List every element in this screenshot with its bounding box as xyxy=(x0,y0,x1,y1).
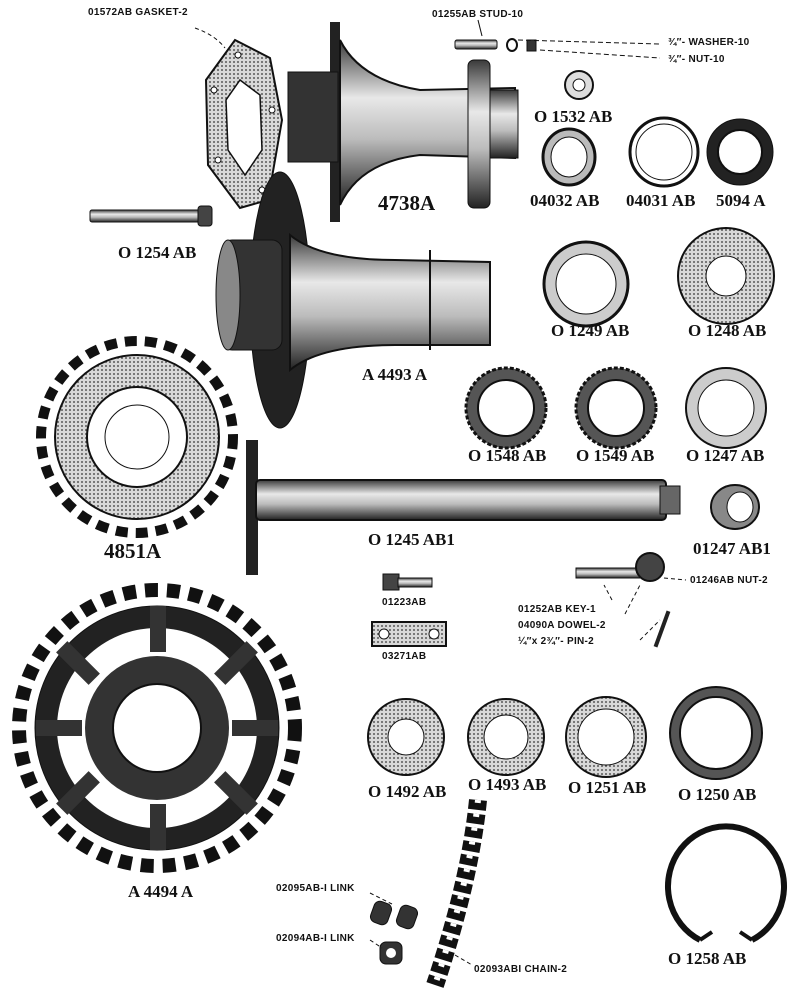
label-washer: ¾″- WASHER-10 xyxy=(668,37,750,48)
washer-01493ab xyxy=(467,698,545,776)
label-01549ab: O 1549 AB xyxy=(576,446,655,465)
label-a4494a: A 4494 A xyxy=(128,882,194,901)
label-01532ab: O 1532 AB xyxy=(534,107,613,126)
washer-01492ab xyxy=(367,698,445,776)
label-link-02094: 02094AB-I LINK xyxy=(276,933,355,944)
cap-01247ab1 xyxy=(710,484,760,530)
bolt-01254ab xyxy=(89,205,213,227)
nut-key-assembly xyxy=(575,552,671,648)
chain-02093abi xyxy=(426,799,487,988)
link-02094ab xyxy=(379,941,403,965)
part-01532ab xyxy=(564,70,594,100)
label-01249ab: O 1249 AB xyxy=(551,321,630,340)
label-gasket: 01572AB GASKET-2 xyxy=(88,7,188,18)
label-5094a: 5094 A xyxy=(716,191,766,210)
label-01254ab: O 1254 AB xyxy=(118,243,197,262)
label-key: 01252AB KEY-1 xyxy=(518,604,596,615)
sprocket-4851a xyxy=(36,336,238,538)
link-02095ab xyxy=(369,900,419,930)
label-link-02095: 02095AB-I LINK xyxy=(276,883,355,894)
label-01493ab: O 1493 AB xyxy=(468,775,547,794)
label-01247ab: O 1247 AB xyxy=(686,446,765,465)
ring-04032ab xyxy=(541,127,597,187)
label-01247ab1: 01247 AB1 xyxy=(693,539,771,558)
sprocket-a4494a xyxy=(12,583,302,873)
band-01258ab xyxy=(665,823,787,943)
washer-01248ab xyxy=(677,227,775,325)
label-04032ab: 04032 AB xyxy=(530,191,600,210)
axle-01245ab1 xyxy=(246,440,681,575)
label-01492ab: O 1492 AB xyxy=(368,782,447,801)
bearing-01548ab xyxy=(464,366,548,450)
label-dowel: 04090A DOWEL-2 xyxy=(518,620,606,631)
gasket-part xyxy=(204,38,284,210)
ring-01249ab xyxy=(542,240,630,328)
hub-a4493a-part xyxy=(215,171,491,429)
seal-5094a xyxy=(706,118,774,186)
label-stud: 01255AB STUD-10 xyxy=(432,9,524,20)
label-01258ab: O 1258 AB xyxy=(668,949,747,968)
label-01223ab: 01223AB xyxy=(382,597,427,608)
ring-01247ab xyxy=(685,367,767,449)
plate-03271ab xyxy=(371,621,447,647)
label-4851a: 4851A xyxy=(104,539,162,563)
label-01250ab: O 1250 AB xyxy=(678,785,757,804)
bolt-01223ab xyxy=(382,573,433,591)
ring-04031ab xyxy=(628,116,700,188)
ring-01250ab xyxy=(669,686,763,780)
label-4738a: 4738A xyxy=(378,191,436,215)
label-nut10: ¾″- NUT-10 xyxy=(668,54,725,65)
hub-4738a-part xyxy=(287,22,519,222)
label-a4493a: A 4493 A xyxy=(362,365,428,384)
stud-part xyxy=(454,38,537,52)
bearing-01549ab xyxy=(574,366,658,450)
label-01251ab: O 1251 AB xyxy=(568,778,647,797)
label-nut2: 01246AB NUT-2 xyxy=(690,575,768,586)
label-01548ab: O 1548 AB xyxy=(468,446,547,465)
label-01248ab: O 1248 AB xyxy=(688,321,767,340)
label-pin: ¼″x 2¾″- PIN-2 xyxy=(518,636,595,647)
label-01245ab1: O 1245 AB1 xyxy=(368,530,455,549)
label-chain: 02093ABI CHAIN-2 xyxy=(474,964,568,975)
label-04031ab: 04031 AB xyxy=(626,191,696,210)
label-03271ab: 03271AB xyxy=(382,651,427,662)
washer-01251ab xyxy=(565,696,647,778)
